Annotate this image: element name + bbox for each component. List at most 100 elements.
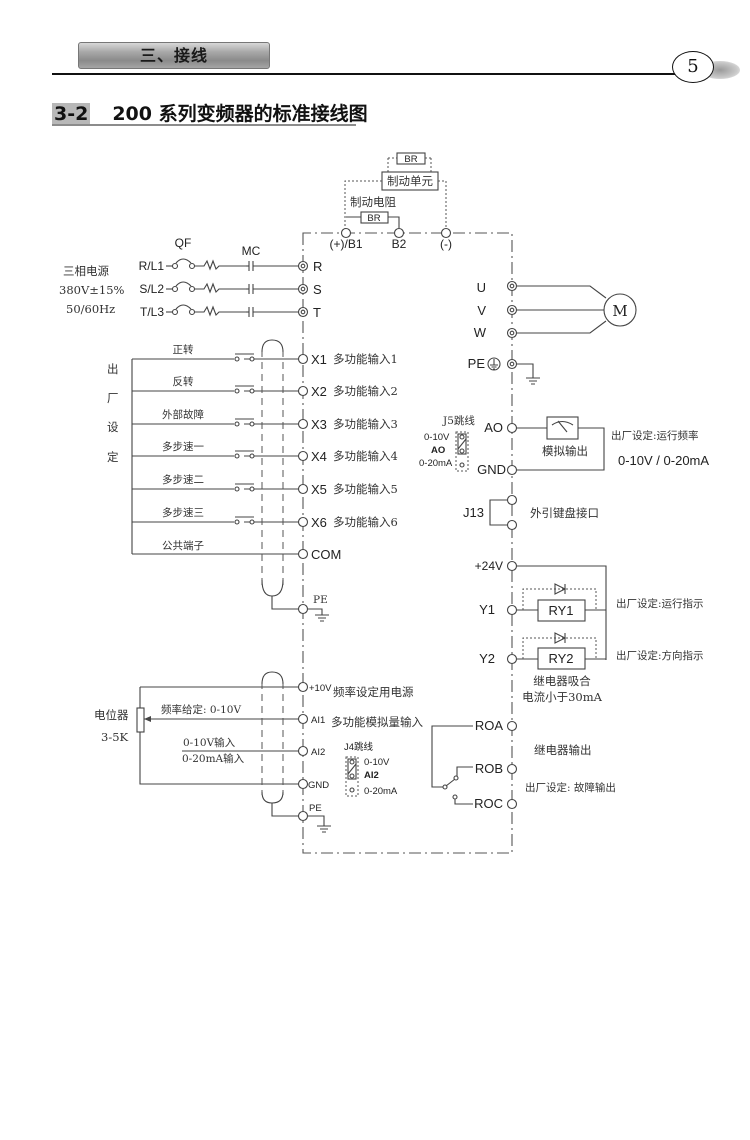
wiper-arrow-icon: [144, 716, 151, 722]
terminal-pe-out: [506, 358, 518, 370]
input-desc: 多功能输入2: [333, 384, 398, 398]
ground-icon: [317, 825, 331, 833]
ground-icon: [526, 377, 540, 385]
relay-note-line1: 继电器吸合: [533, 674, 591, 688]
brake-unit-label: 制动单元: [387, 174, 433, 188]
potentiometer-label: 电位器: [94, 708, 129, 722]
analog-inputs-section: 电位器 3-5K 频率给定: 0-10V 0-10V输入 0-20mA输入 +1…: [94, 671, 423, 833]
relay-output-label: 继电器输出: [534, 743, 592, 757]
terminal-ai2: [297, 745, 309, 757]
terminal-w: [506, 327, 518, 339]
ao-factory-setting: 出厂设定:运行频率: [611, 429, 699, 442]
terminal-label: R: [313, 259, 322, 274]
ao-range: 0-10V / 0-20mA: [618, 453, 709, 468]
terminal-gnd-ai-label: GND: [308, 780, 329, 791]
y2-factory-setting: 出厂设定:方向指示: [616, 649, 704, 662]
terminal-s: [297, 283, 309, 295]
power-line-label: R/L1: [139, 259, 165, 273]
input-desc: 多功能输入1: [333, 352, 398, 366]
relay-contact-icon: [431, 725, 473, 805]
relay-outputs-section: +24V Y1 RY1 出厂设定:运行指示 Y2 RY2 出厂设定:方向指示 继…: [475, 559, 704, 704]
potentiometer-range: 3-5K: [101, 730, 129, 744]
power-voltage-label: 380V±15%: [59, 283, 125, 297]
j13-label: J13: [463, 505, 484, 520]
overload-icon: [195, 282, 246, 294]
terminal-ai1: [297, 713, 309, 725]
terminal-roa-label: ROA: [475, 718, 504, 733]
pe-out-label: PE: [468, 356, 486, 371]
analog-output-label: 模拟输出: [542, 444, 588, 458]
relay-ry2-box: [537, 647, 586, 670]
terminal-10v: [297, 681, 309, 693]
power-line-label: T/L3: [140, 305, 164, 319]
terminal-b1-label: (+)/B1: [329, 237, 362, 251]
input-function-label: 多步速一: [162, 440, 204, 453]
terminal-gnd-ao: [506, 464, 518, 476]
relay-ry1-label: RY1: [548, 603, 573, 618]
ai2-input-line1: 0-10V输入: [183, 736, 236, 749]
terminal-ao-label: AO: [484, 420, 503, 435]
j5-jumper-icon: [455, 431, 469, 472]
factory-setting-char-2: 厂: [107, 391, 119, 405]
pe-digital-label: PE: [313, 594, 328, 606]
analog-meter-icon: [546, 416, 579, 440]
j4-jumper-title: J4跳线: [344, 741, 374, 753]
pe-analog-label: PE: [309, 803, 322, 814]
terminal-x2: [297, 385, 309, 397]
power-line-label: S/L2: [139, 282, 164, 296]
header-rule: [52, 73, 682, 75]
relay-ry2-label: RY2: [548, 651, 573, 666]
input-function-label: 反转: [173, 375, 194, 388]
breaker-icon: [171, 304, 196, 316]
terminal-label: S: [313, 282, 322, 297]
switch-icon: [234, 418, 255, 427]
input-function-label: 多步速三: [162, 506, 204, 519]
input-function-label: 多步速二: [162, 473, 204, 486]
terminal-label: X6: [311, 515, 327, 530]
diode-icon: [554, 632, 567, 644]
terminal-x5: [297, 483, 309, 495]
y1-factory-setting: 出厂设定:运行指示: [616, 597, 704, 610]
terminal-x6: [297, 516, 309, 528]
fault-relay-section: ROA ROB ROC 继电器输出 出厂设定: 故障输出: [431, 718, 616, 811]
overload-icon: [195, 305, 246, 317]
terminal-label: X3: [311, 417, 327, 432]
terminal-roc-label: ROC: [474, 796, 503, 811]
terminal-minus: [440, 227, 452, 239]
chapter-tab: 三、接线: [78, 42, 270, 69]
motor-symbol: [603, 293, 637, 327]
switch-icon: [234, 353, 255, 362]
j4-opt-0-20ma: 0-20mA: [364, 786, 398, 797]
terminal-u: [506, 280, 518, 292]
relay-note-line2: 电流小于30mA: [522, 690, 603, 704]
terminal-minus-label: (-): [440, 237, 452, 251]
j4-jumper-icon: [345, 756, 359, 797]
terminal-24v: [506, 560, 518, 572]
relay-ry1-box: [537, 599, 586, 622]
terminal-y1: [506, 604, 518, 616]
input-function-label: 外部故障: [162, 408, 204, 421]
ground-icon: [315, 614, 329, 622]
earth-circle-icon: [487, 357, 501, 371]
terminal-label: X4: [311, 449, 327, 464]
factory-setting-char-4: 定: [107, 450, 119, 464]
input-function-label: 正转: [173, 343, 194, 356]
motor-output-section: U V W M PE: [468, 280, 637, 385]
terminal-pe-digital: [297, 603, 309, 615]
fault-relay-factory-setting: 出厂设定: 故障输出: [525, 781, 616, 794]
braking-section: BR 制动单元 制动电阻 BR (+)/B1 B2 (-): [329, 152, 452, 251]
terminal-ai2-label: AI2: [311, 747, 325, 758]
switch-icon: [234, 483, 255, 492]
terminal-y2-label: Y2: [479, 651, 495, 666]
j5-jumper-name: AO: [431, 445, 445, 456]
terminal-x4: [297, 450, 309, 462]
